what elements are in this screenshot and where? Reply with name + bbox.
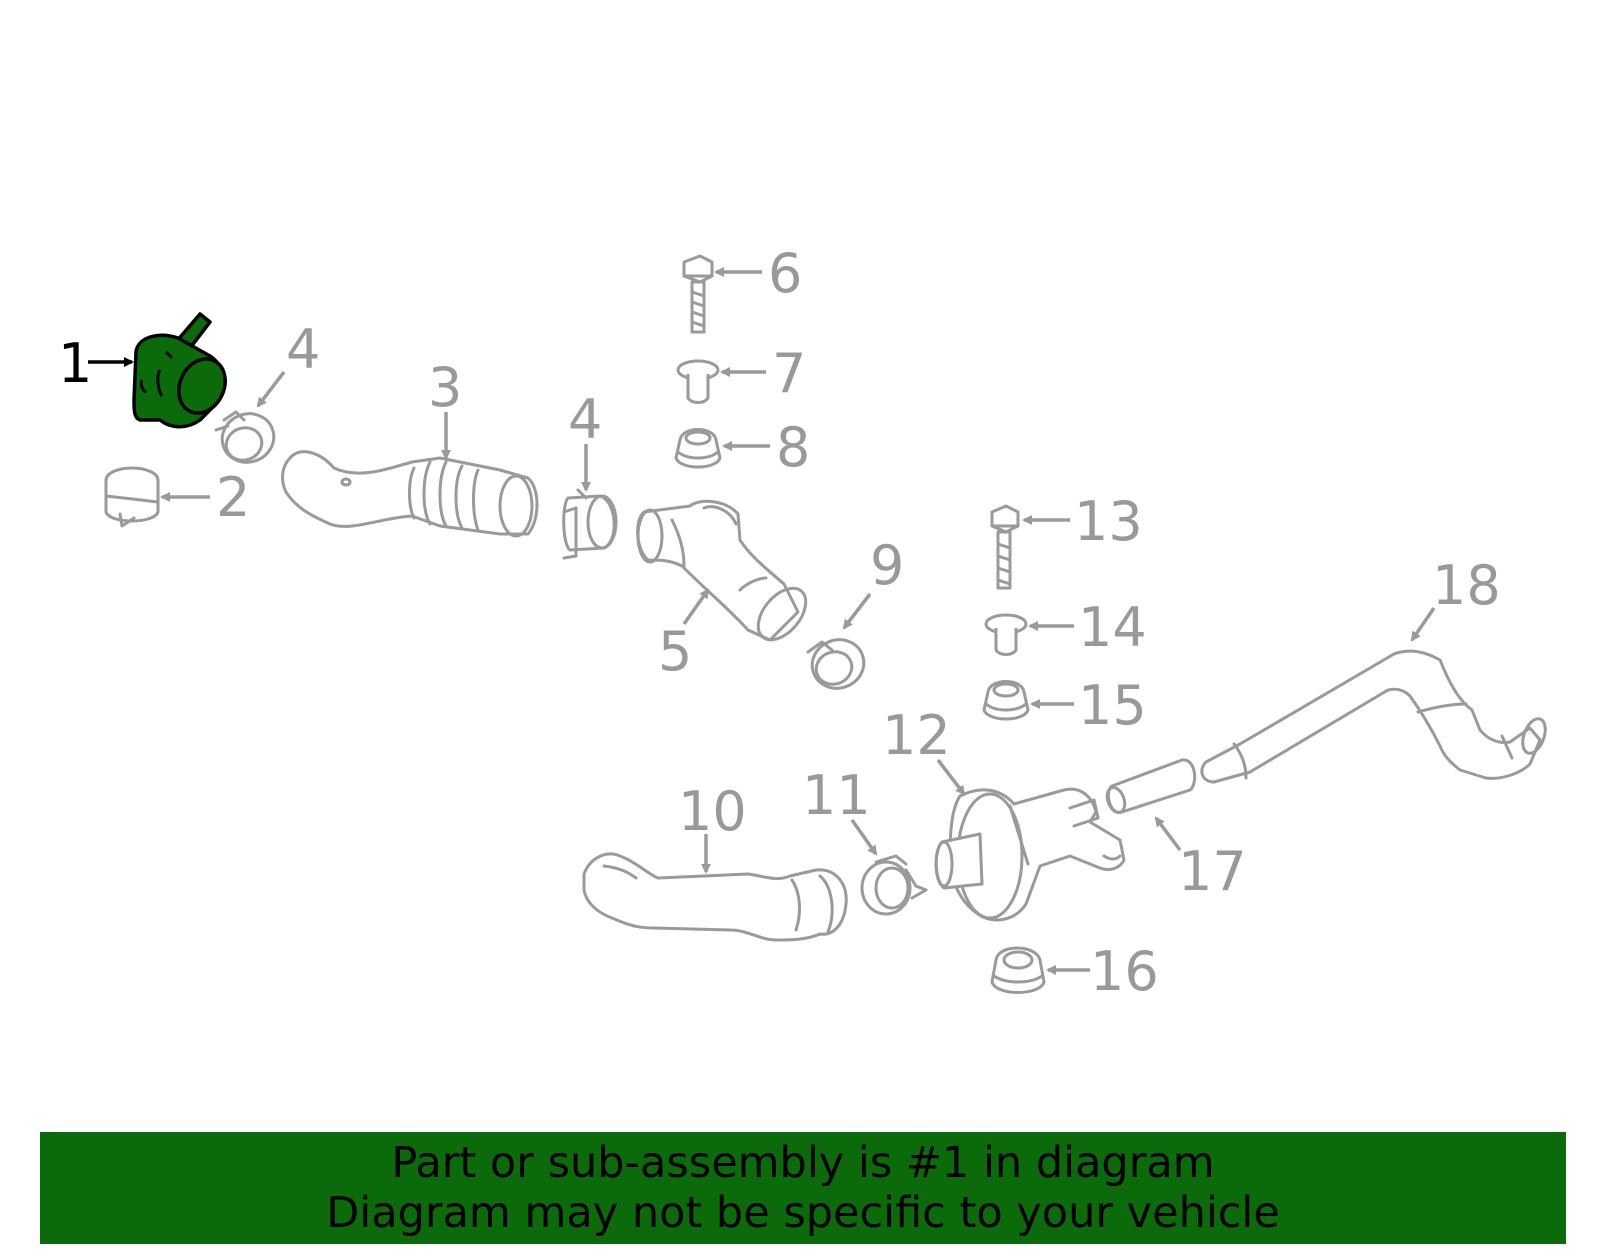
leader-18 — [1410, 607, 1436, 642]
part-3-hose[interactable] — [281, 450, 539, 538]
leader-11 — [850, 818, 878, 856]
callout-3: 3 — [428, 356, 462, 419]
callout-7: 7 — [772, 342, 806, 405]
part-9-clamp[interactable] — [805, 633, 870, 696]
callout-11: 11 — [802, 764, 871, 827]
part-4-clamp-left[interactable] — [214, 407, 280, 470]
leader-4a — [256, 370, 286, 408]
banner-line-1: Part or sub-assembly is #1 in diagram — [391, 1138, 1215, 1188]
callout-18: 18 — [1432, 554, 1501, 617]
callout-9: 9 — [870, 534, 904, 597]
callout-8: 8 — [776, 416, 810, 479]
leader-12 — [936, 758, 966, 796]
part-14-grommet[interactable] — [984, 613, 1028, 656]
part-5-pipe[interactable] — [636, 499, 815, 648]
part-6-bolt[interactable] — [682, 254, 714, 334]
callout-1: 1 — [58, 332, 92, 395]
leader-9 — [842, 592, 872, 630]
part-10-hose[interactable] — [582, 852, 848, 942]
part-11-clamp[interactable] — [860, 854, 928, 916]
part-4-clamp-middle[interactable] — [562, 488, 618, 560]
callout-15: 15 — [1078, 674, 1147, 737]
callout-10: 10 — [678, 780, 747, 843]
part-12-housing[interactable] — [934, 787, 1126, 922]
callout-12: 12 — [882, 704, 951, 767]
callout-16: 16 — [1090, 940, 1159, 1003]
info-banner: Part or sub-assembly is #1 in diagram Di… — [40, 1132, 1566, 1244]
callout-2: 2 — [216, 466, 250, 529]
banner-line-2: Diagram may not be specific to your vehi… — [326, 1188, 1280, 1238]
part-1-highlighted[interactable] — [132, 312, 234, 429]
callout-4b: 4 — [568, 388, 602, 451]
part-18-pipe[interactable] — [1200, 649, 1550, 784]
callout-14: 14 — [1078, 596, 1147, 659]
part-7-grommet[interactable] — [676, 359, 720, 404]
part-16-bushing[interactable] — [990, 946, 1046, 994]
leader-5 — [682, 588, 710, 626]
part-13-bolt[interactable] — [990, 504, 1020, 590]
callout-13: 13 — [1074, 490, 1143, 553]
callout-17: 17 — [1178, 840, 1247, 903]
part-15-bushing[interactable] — [982, 680, 1030, 721]
part-17-sleeve[interactable] — [1104, 758, 1197, 815]
callout-6: 6 — [768, 242, 802, 305]
part-8-bushing[interactable] — [674, 428, 722, 469]
leader-17 — [1154, 816, 1182, 852]
callout-5: 5 — [658, 620, 692, 683]
part-2-clamp[interactable] — [104, 466, 160, 528]
callout-4a: 4 — [286, 318, 320, 381]
